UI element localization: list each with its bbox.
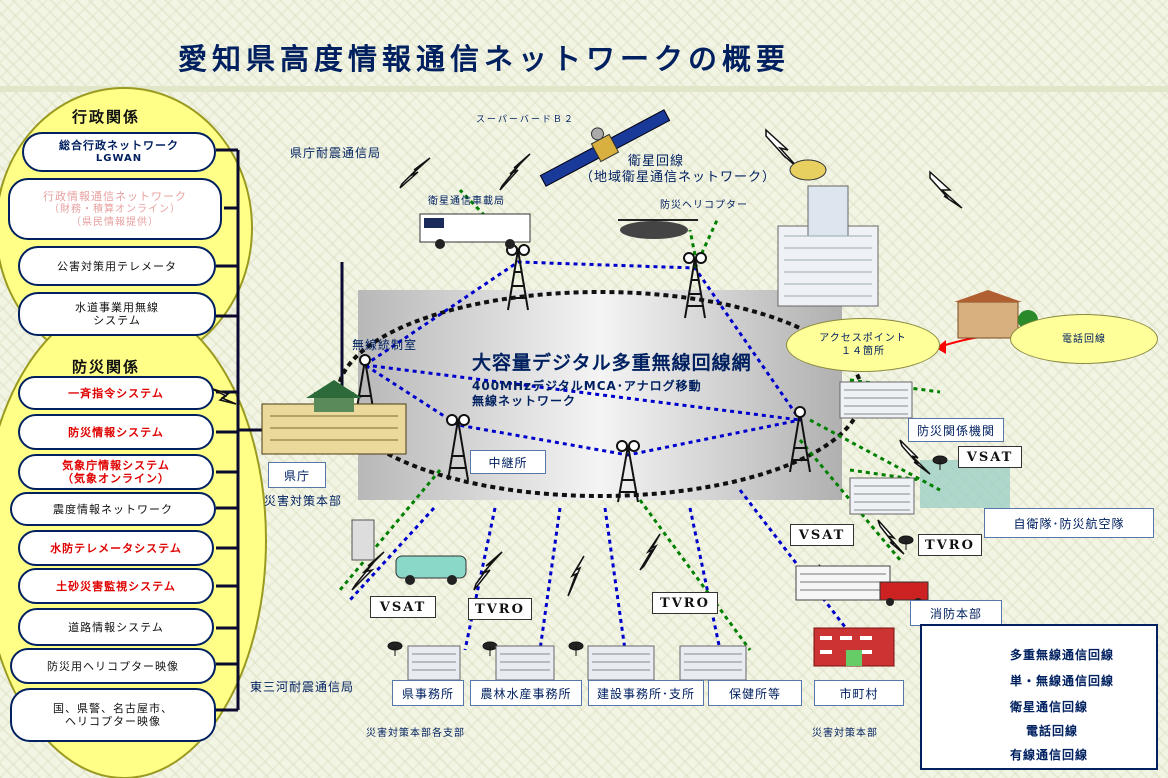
system-flood-telemeter-label: 水防テレメータシステム bbox=[50, 541, 182, 555]
fire-hq-box: 消防本部 bbox=[910, 600, 1002, 626]
vsat-box-3: VSAT bbox=[370, 596, 436, 618]
tvro-box-3: TVRO bbox=[652, 592, 718, 614]
system-gov-heli-video: 国、県警、名古屋市、 ヘリコプター映像 bbox=[10, 688, 216, 742]
legend: 多重無線通信回線 単・無線通信回線 衛星通信回線 電話回線 有線通信回線 bbox=[920, 624, 1158, 770]
vsat-box-2: VSAT bbox=[790, 524, 854, 546]
prefecture-office-box: 県庁 bbox=[268, 462, 326, 488]
system-jma-info-label: 気象庁情報システム bbox=[62, 459, 170, 472]
superbird-label: スーパーバードＢ２ bbox=[476, 115, 575, 125]
system-landslide-monitor: 土砂災害監視システム bbox=[18, 568, 214, 604]
satellite-line-label: 衛星回線 bbox=[628, 154, 685, 169]
legend-multiplex: 多重無線通信回線 bbox=[1010, 648, 1115, 662]
system-admin-info-network-label: 行政情報通信ネットワーク bbox=[43, 189, 187, 203]
system-lgwan-sub: LGWAN bbox=[95, 153, 143, 164]
system-pollution-telemeter-label: 公害対策用テレメータ bbox=[57, 259, 177, 273]
municipality-box: 市町村 bbox=[814, 680, 904, 706]
system-alert-command-label: 一斉指令システム bbox=[68, 386, 164, 400]
system-pollution-telemeter: 公害対策用テレメータ bbox=[18, 246, 216, 286]
telephone-oval: 電話回線 bbox=[1010, 314, 1158, 364]
mca-network-label: 400MHzデジタルMCA･アナログ移動 無線ネットワーク bbox=[472, 379, 702, 409]
system-seismic-network: 震度情報ネットワーク bbox=[10, 492, 216, 526]
satellite-icon bbox=[539, 109, 671, 187]
access-point-oval: アクセスポイント １４箇所 bbox=[786, 318, 940, 372]
system-heli-video: 防災用ヘリコプター映像 bbox=[10, 648, 216, 684]
system-lgwan-label: 総合行政ネットワーク bbox=[59, 139, 179, 152]
branch-hq-label: 災害対策本部各支部 bbox=[366, 728, 465, 739]
system-water-radio-label: 水道事業用無線 bbox=[75, 301, 159, 314]
system-gov-heli-video-sub: ヘリコプター映像 bbox=[65, 715, 161, 728]
admin-heading: 行政関係 bbox=[72, 108, 141, 126]
system-admin-info-network: 行政情報通信ネットワーク （財務・積算オンライン） （県民情報提供） bbox=[8, 178, 222, 240]
system-heli-video-label: 防災用ヘリコプター映像 bbox=[47, 659, 179, 673]
satellite-line-sub-label: （地域衛星通信ネットワーク） bbox=[580, 170, 777, 185]
system-landslide-monitor-label: 土砂災害監視システム bbox=[56, 579, 176, 593]
mca-line2: 無線ネットワーク bbox=[472, 394, 577, 408]
system-water-radio: 水道事業用無線 システム bbox=[18, 292, 216, 336]
system-lgwan: 総合行政ネットワーク LGWAN bbox=[22, 132, 216, 172]
legend-telephone: 電話回線 bbox=[1026, 724, 1079, 738]
radio-towers bbox=[354, 244, 811, 503]
tvro-box-2: TVRO bbox=[468, 598, 532, 620]
pref-quake-station-label: 県庁耐震通信局 bbox=[290, 146, 382, 160]
multiplex-lines bbox=[348, 260, 857, 651]
legend-wired: 有線通信回線 bbox=[1010, 748, 1089, 762]
system-jma-info: 気象庁情報システム （気象オンライン） bbox=[18, 454, 214, 490]
disaster-heading: 防災関係 bbox=[72, 358, 141, 376]
satellite-vehicle-label: 衛星通信車載局 bbox=[428, 196, 505, 207]
access-point-label: アクセスポイント bbox=[819, 333, 907, 344]
access-point-count: １４箇所 bbox=[841, 346, 885, 357]
system-road-info-label: 道路情報システム bbox=[68, 620, 164, 634]
satellite-link-icons bbox=[209, 128, 963, 597]
hq-label: 災害対策本部 bbox=[264, 494, 343, 508]
telephone-line-label: 電話回線 bbox=[1062, 333, 1106, 345]
tvro-box-1: TVRO bbox=[918, 534, 982, 556]
branch-pref-box: 県事務所 bbox=[392, 680, 464, 706]
system-alert-command: 一斉指令システム bbox=[18, 376, 214, 410]
mca-line1: 400MHzデジタルMCA･アナログ移動 bbox=[472, 379, 702, 393]
radio-control-label: 無線統制室 bbox=[352, 338, 418, 352]
branch-health-box: 保健所等 bbox=[708, 680, 802, 706]
network-panel bbox=[358, 290, 842, 500]
system-gov-heli-video-label: 国、県警、名古屋市、 bbox=[53, 702, 173, 715]
vsat-box-1: VSAT bbox=[958, 446, 1022, 468]
muni-hq-label: 災害対策本部 bbox=[812, 728, 878, 739]
system-jma-info-sub: （気象オンライン） bbox=[62, 472, 170, 485]
legend-satellite: 衛星通信回線 bbox=[1010, 700, 1089, 714]
system-admin-info-network-sub: （財務・積算オンライン） bbox=[49, 203, 181, 215]
system-flood-telemeter: 水防テレメータシステム bbox=[18, 530, 214, 566]
branch-const-box: 建設事務所･支所 bbox=[588, 680, 704, 706]
disaster-agencies-box: 防災関係機関 bbox=[908, 418, 1004, 442]
system-disaster-info-label: 防災情報システム bbox=[68, 425, 164, 439]
system-seismic-network-label: 震度情報ネットワーク bbox=[53, 502, 173, 516]
legend-single: 単・無線通信回線 bbox=[1010, 674, 1115, 688]
branch-agri-box: 農林水産事務所 bbox=[470, 680, 582, 706]
heli-label: 防災ヘリコプター bbox=[660, 200, 748, 211]
system-disaster-info: 防災情報システム bbox=[18, 414, 214, 450]
network-title: 大容量デジタル多重無線回線網 bbox=[472, 352, 752, 374]
buildings bbox=[261, 185, 1038, 681]
system-road-info: 道路情報システム bbox=[18, 608, 214, 646]
system-admin-info-network-sub2: （県民情報提供） bbox=[71, 216, 159, 228]
wired-bus bbox=[216, 148, 344, 712]
system-water-radio-sub: システム bbox=[93, 314, 141, 327]
relay-station-box: 中継所 bbox=[470, 450, 546, 474]
sdf-box: 自衛隊･防災航空隊 bbox=[984, 508, 1154, 538]
east-mikawa-label: 東三河耐震通信局 bbox=[250, 680, 355, 694]
page-title: 愛知県高度情報通信ネットワークの概要 bbox=[178, 42, 791, 76]
